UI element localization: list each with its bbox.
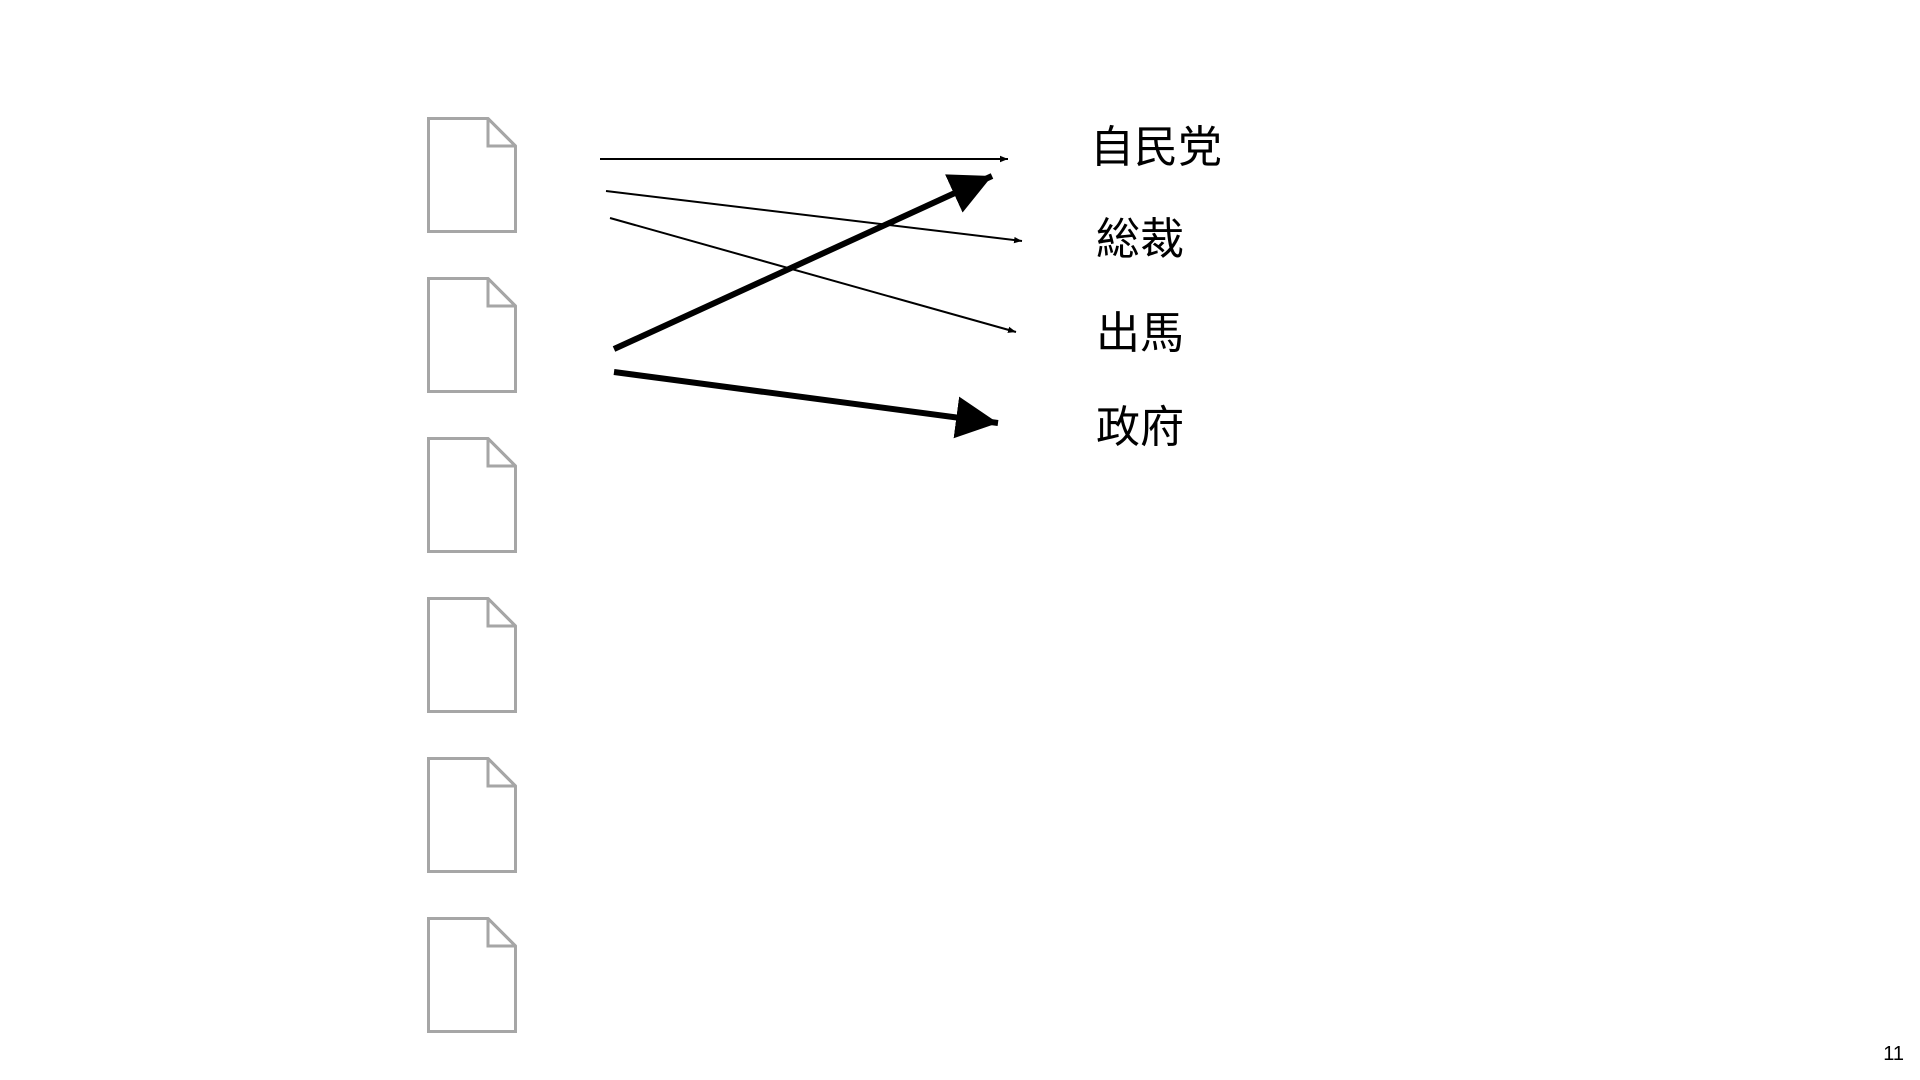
- document-icon: [427, 277, 517, 393]
- arrow-d1-to-w3: [609, 217, 1017, 333]
- arrow-d2-to-w1: [612, 173, 994, 352]
- arrow-d2-to-w4: [613, 369, 999, 439]
- document-icon: [427, 597, 517, 713]
- document-icon: [427, 437, 517, 553]
- document-icon-graphic: [427, 437, 517, 553]
- word-label-w2: 総裁: [1096, 214, 1184, 265]
- document-icon-graphic: [427, 757, 517, 873]
- document-icon-graphic: [427, 117, 517, 233]
- document-icon-graphic: [427, 917, 517, 1033]
- page-number: 11: [1883, 1043, 1904, 1065]
- document-icon: [427, 757, 517, 873]
- document-icon: [427, 117, 517, 233]
- word-label-w3: 出馬: [1096, 308, 1184, 359]
- document-icon-graphic: [427, 597, 517, 713]
- document-icon-graphic: [427, 277, 517, 393]
- arrow-d1-to-w2: [605, 190, 1023, 244]
- document-icon: [427, 917, 517, 1033]
- word-label-w1: 自民党: [1090, 122, 1222, 173]
- word-label-w4: 政府: [1096, 402, 1184, 453]
